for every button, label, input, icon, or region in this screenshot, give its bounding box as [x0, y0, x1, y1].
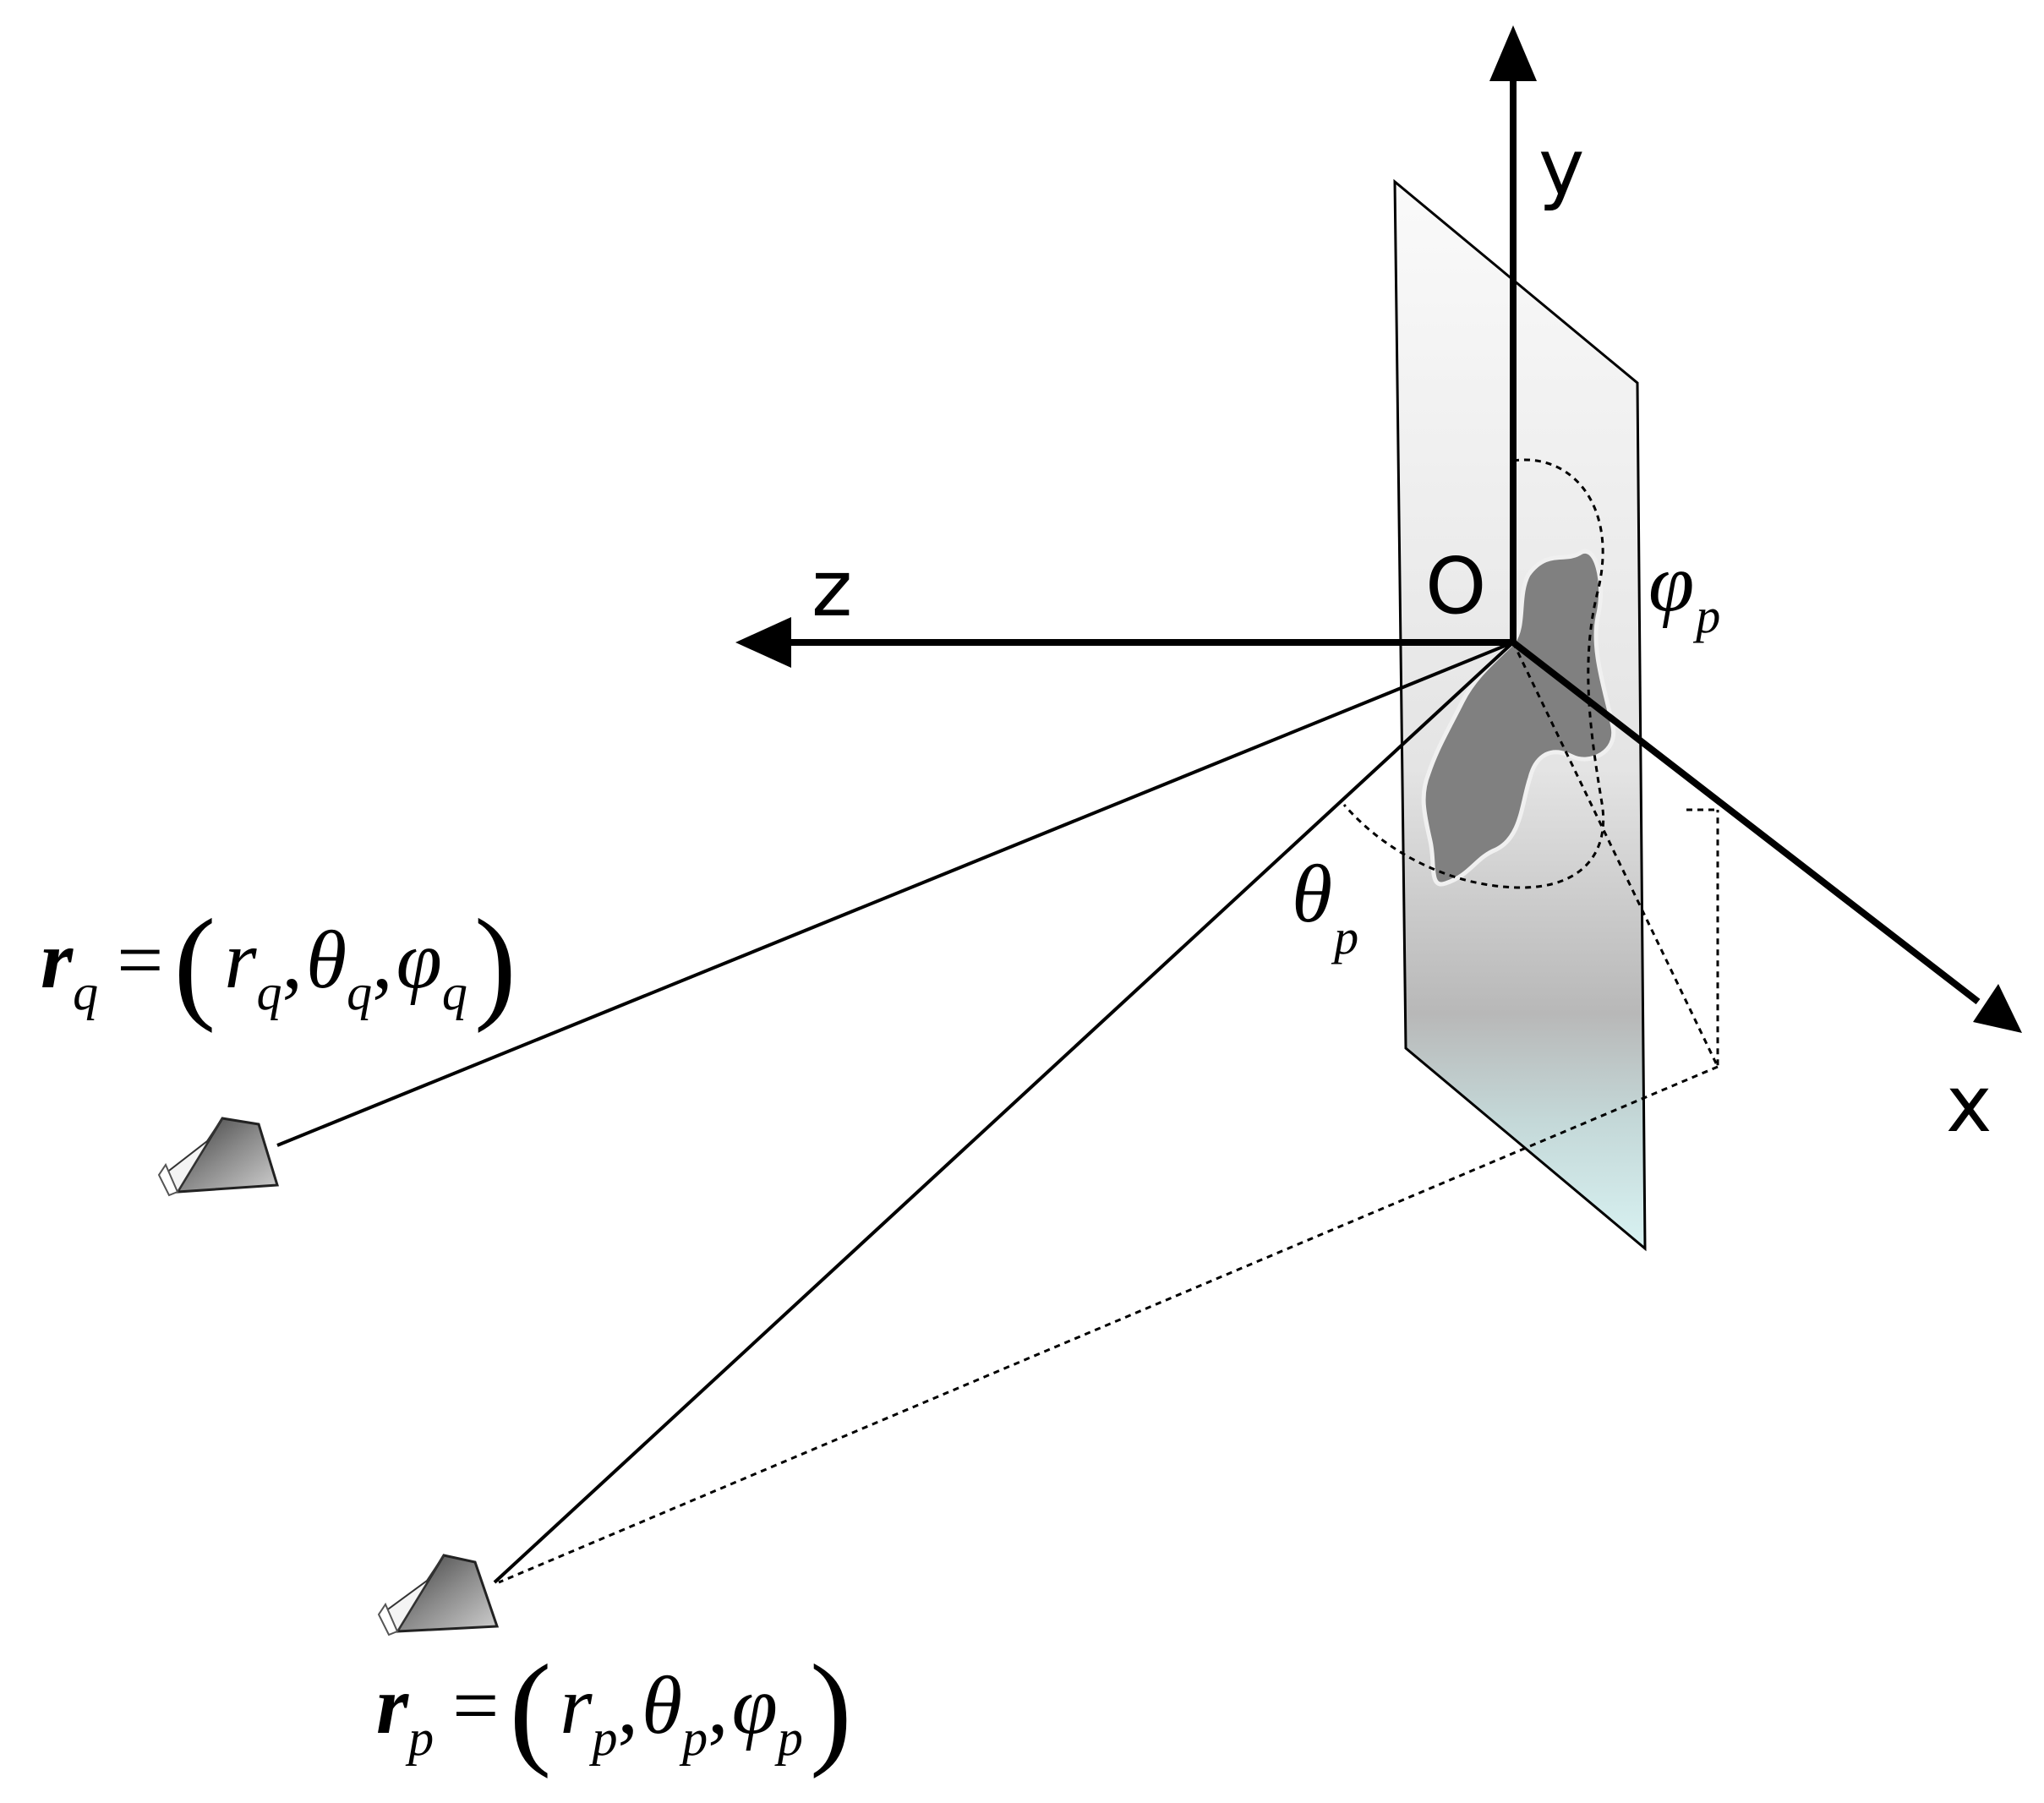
target-silhouette	[1421, 549, 1616, 887]
axis-y	[1489, 25, 1537, 642]
equation-rq: rq=(rq,θq,φq)	[41, 893, 516, 1034]
axis-z	[735, 617, 1513, 668]
horn-antenna-icon	[377, 1554, 500, 1636]
z-axis-label: z	[812, 544, 852, 634]
projection-to-rp-dotted	[498, 1065, 1719, 1584]
y-axis-label: y	[1538, 123, 1584, 213]
horn-antenna-icon	[157, 1117, 279, 1197]
projection-dotted-lines	[1511, 642, 1719, 1068]
theta-p-label: θp	[1292, 849, 1358, 964]
equation-rp: rp=(rp,θp,φp)	[376, 1639, 852, 1779]
range-line-p	[493, 641, 1515, 1584]
range-line-q	[276, 641, 1514, 1147]
axis-x	[1511, 639, 2022, 1033]
origin-label: O	[1425, 541, 1486, 631]
x-axis-label: x	[1946, 1059, 1992, 1150]
phi-p-label: φp	[1648, 538, 1720, 643]
